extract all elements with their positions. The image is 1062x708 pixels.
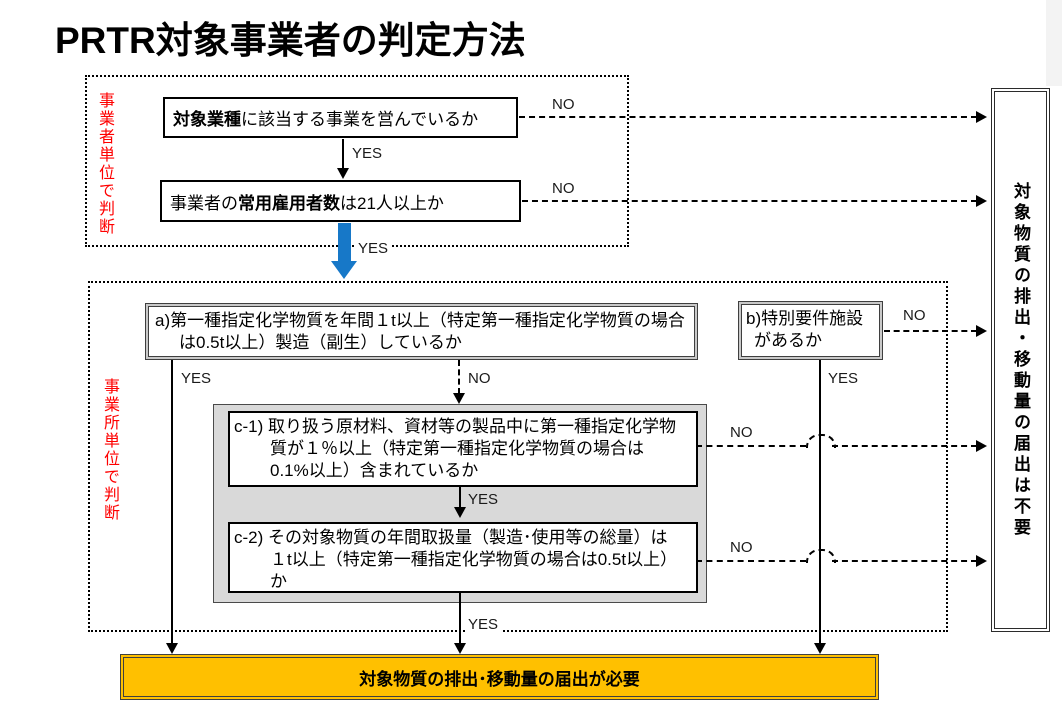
c1-no-label: NO [730, 424, 753, 441]
c2-no-line-hop [806, 549, 836, 563]
c2-yes-arrowhead [454, 643, 466, 654]
employee-question-bold: 常用雇用者数 [238, 193, 340, 213]
question-box-b: b)特別要件施設があるか [738, 301, 883, 360]
industry-no-line [519, 116, 977, 118]
a-no-label: NO [468, 370, 491, 387]
industry-yes-label: YES [352, 145, 383, 162]
question-box-a-text: a)第一種指定化学物質を年間１t以上（特定第一種指定化学物質の場合は0.5t以上… [148, 306, 695, 357]
corner-shading [1046, 0, 1062, 86]
result-required-text: 対象物質の排出･移動量の届出が必要 [359, 669, 640, 689]
industry-yes-line [342, 139, 344, 169]
blue-yes-arrow-stem [338, 223, 351, 262]
a-no-arrowhead [453, 393, 465, 404]
site-unit-group-frame [88, 281, 948, 632]
b-no-label: NO [903, 307, 926, 324]
b-no-line [884, 330, 977, 332]
operator-unit-side-label: 事業者単位で判断 [96, 92, 113, 236]
b-yes-line [819, 360, 821, 644]
b-no-arrowhead [976, 325, 987, 337]
page-title: PRTR対象事業者の判定方法 [55, 20, 526, 61]
c1-no-line-seg2 [832, 445, 977, 447]
question-box-c2: c-2) その対象物質の年間取扱量（製造･使用等の総量）は１t以上（特定第一種指… [228, 522, 698, 593]
c2-no-line-seg2 [832, 560, 977, 562]
c2-yes-label: YES [465, 616, 502, 633]
employees-no-arrowhead [976, 195, 987, 207]
employees-no-label: NO [552, 180, 575, 197]
site-unit-side-label: 事業所単位で判断 [101, 378, 118, 522]
industry-question-rest: に該当する事業を営んでいるか [241, 110, 479, 129]
b-yes-label: YES [828, 370, 859, 387]
a-yes-label: YES [181, 370, 212, 387]
c2-no-line-seg1 [696, 560, 806, 562]
c1-no-line-hop [806, 434, 836, 448]
question-box-c1: c-1) 取り扱う原材料、資材等の製品中に第一種指定化学物質が１％以上（特定第一… [228, 411, 698, 487]
c1-no-line-seg1 [696, 445, 806, 447]
c2-no-label: NO [730, 539, 753, 556]
employee-question-pre: 事業者の [170, 193, 238, 213]
result-required-box: 対象物質の排出･移動量の届出が必要 [120, 654, 879, 700]
a-yes-line [171, 360, 173, 644]
question-box-a: a)第一種指定化学物質を年間１t以上（特定第一種指定化学物質の場合は0.5t以上… [145, 303, 698, 360]
blue-yes-label: YES [355, 240, 392, 257]
c1-yes-label: YES [468, 491, 499, 508]
c1-yes-line [459, 487, 461, 509]
question-box-b-text: b)特別要件施設があるか [741, 304, 880, 357]
result-not-required-box: 対象物質の排出・移動量の届出は不要 [991, 88, 1050, 632]
employee-question-rest: は21人以上か [340, 193, 444, 213]
b-yes-arrowhead [814, 643, 826, 654]
employees-no-line [522, 200, 977, 202]
c2-yes-line [459, 592, 461, 644]
industry-no-arrowhead [976, 111, 987, 123]
c1-yes-arrowhead [454, 507, 466, 518]
c2-no-arrowhead [976, 555, 987, 567]
industry-question-bold: 対象業種 [173, 110, 241, 129]
question-box-industry: 対象業種に該当する事業を営んでいるか [163, 97, 518, 138]
blue-yes-arrow-head [331, 261, 357, 279]
c1-no-arrowhead [976, 440, 987, 452]
result-not-required-text: 対象物質の排出・移動量の届出は不要 [1011, 181, 1030, 539]
a-yes-arrowhead [166, 643, 178, 654]
question-box-employees: 事業者の常用雇用者数は21人以上か [160, 180, 521, 222]
a-no-line [458, 360, 460, 394]
industry-no-label: NO [552, 96, 575, 113]
industry-yes-arrowhead [337, 168, 349, 179]
